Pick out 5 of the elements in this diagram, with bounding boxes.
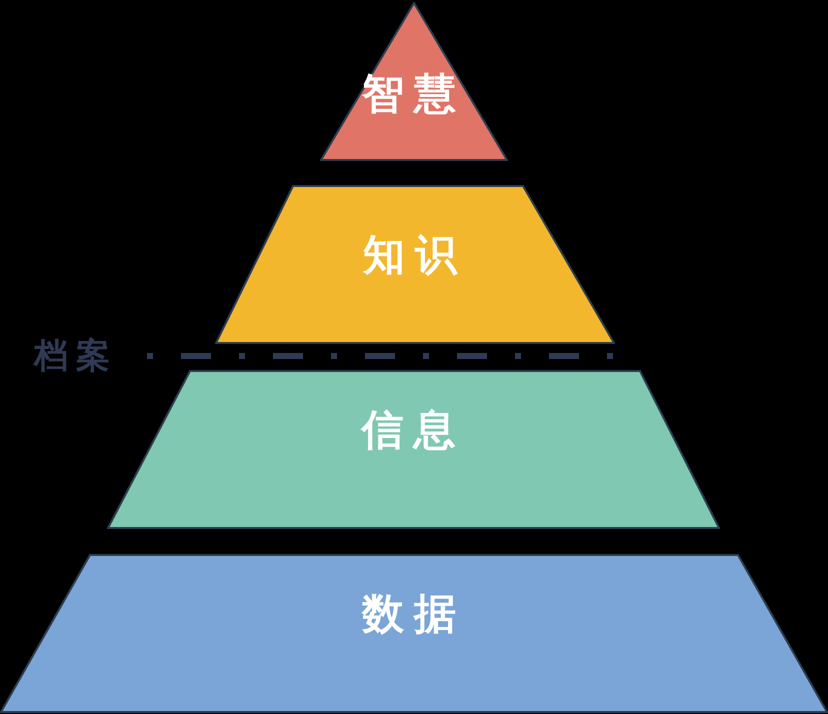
- tier-label: 信息: [360, 405, 466, 455]
- tier-label: 数据: [360, 589, 467, 639]
- tier-label: 智慧: [360, 69, 467, 119]
- tier-label: 知识: [362, 230, 468, 280]
- divider-label: 档案: [34, 336, 118, 376]
